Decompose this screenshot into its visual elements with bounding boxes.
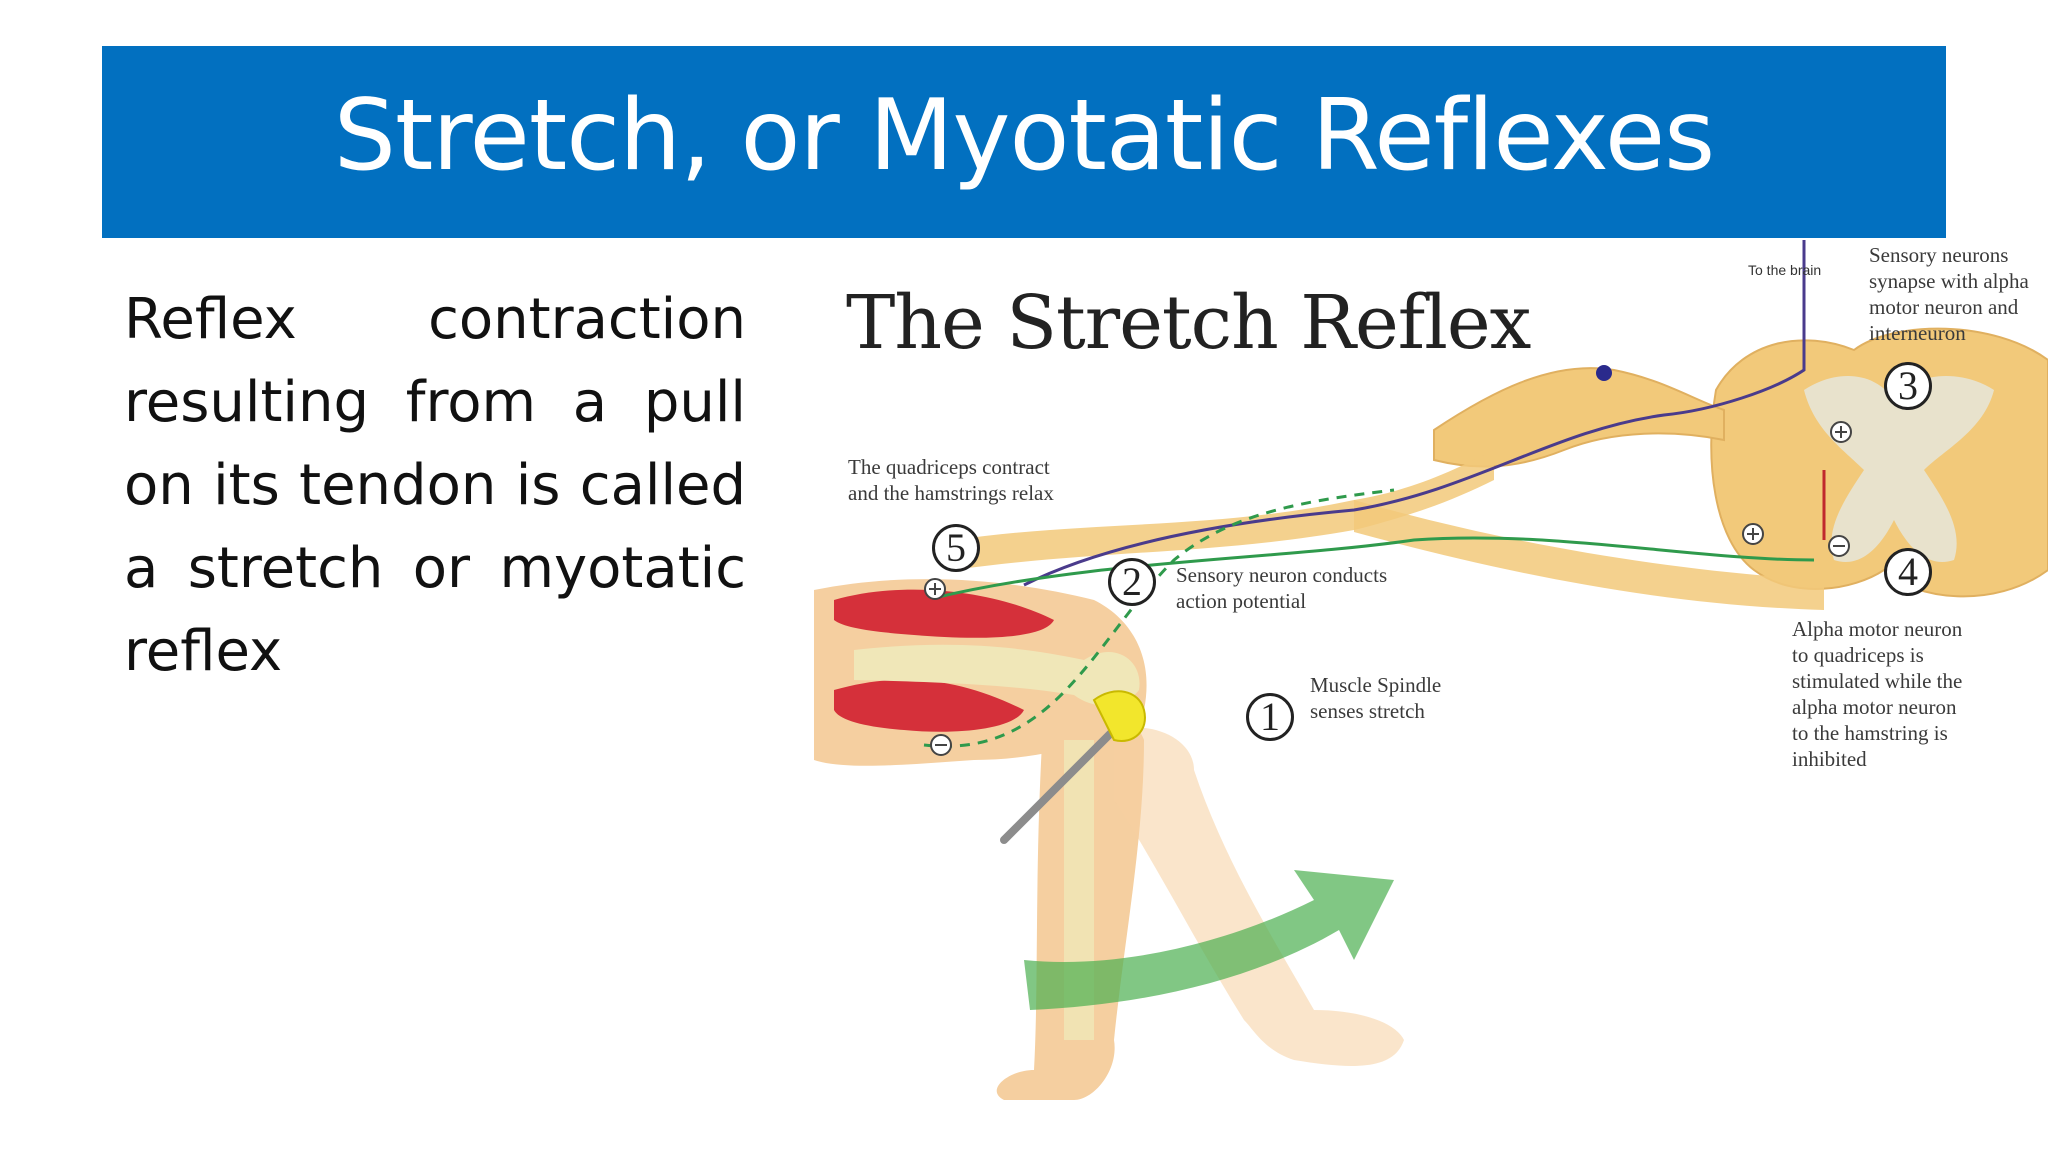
stretch-reflex-illustration	[814, 240, 2048, 1100]
step-3-caption: Sensory neurons synapse with alpha motor…	[1869, 243, 2029, 345]
slide-title: Stretch, or Myotatic Reflexes	[333, 79, 1715, 193]
step-1-number: 1	[1246, 693, 1294, 741]
body-text: Reflex contraction resulting from a pull…	[124, 287, 746, 684]
step-3-number: 3	[1884, 362, 1932, 410]
title-bar: Stretch, or Myotatic Reflexes	[102, 46, 1946, 238]
step-5-caption: The quadriceps contract and the hamstrin…	[848, 455, 1054, 505]
figure-title: The Stretch Reflex	[846, 280, 1531, 366]
step-4-number: 4	[1884, 548, 1932, 596]
step-2-caption: Sensory neuron conducts action potential	[1176, 563, 1388, 613]
cell-body-dot	[1596, 365, 1612, 381]
to-brain-label: To the brain	[1748, 262, 1822, 278]
step-4-caption: Alpha motor neuron to quadriceps is stim…	[1792, 617, 1963, 771]
stretch-reflex-figure: The Stretch Reflex To the brain 1 Muscle…	[794, 240, 2048, 1152]
step-5-number: 5	[932, 524, 980, 572]
step-1-caption: Muscle Spindle senses stretch	[1310, 673, 1442, 723]
step-2-number: 2	[1108, 558, 1156, 606]
